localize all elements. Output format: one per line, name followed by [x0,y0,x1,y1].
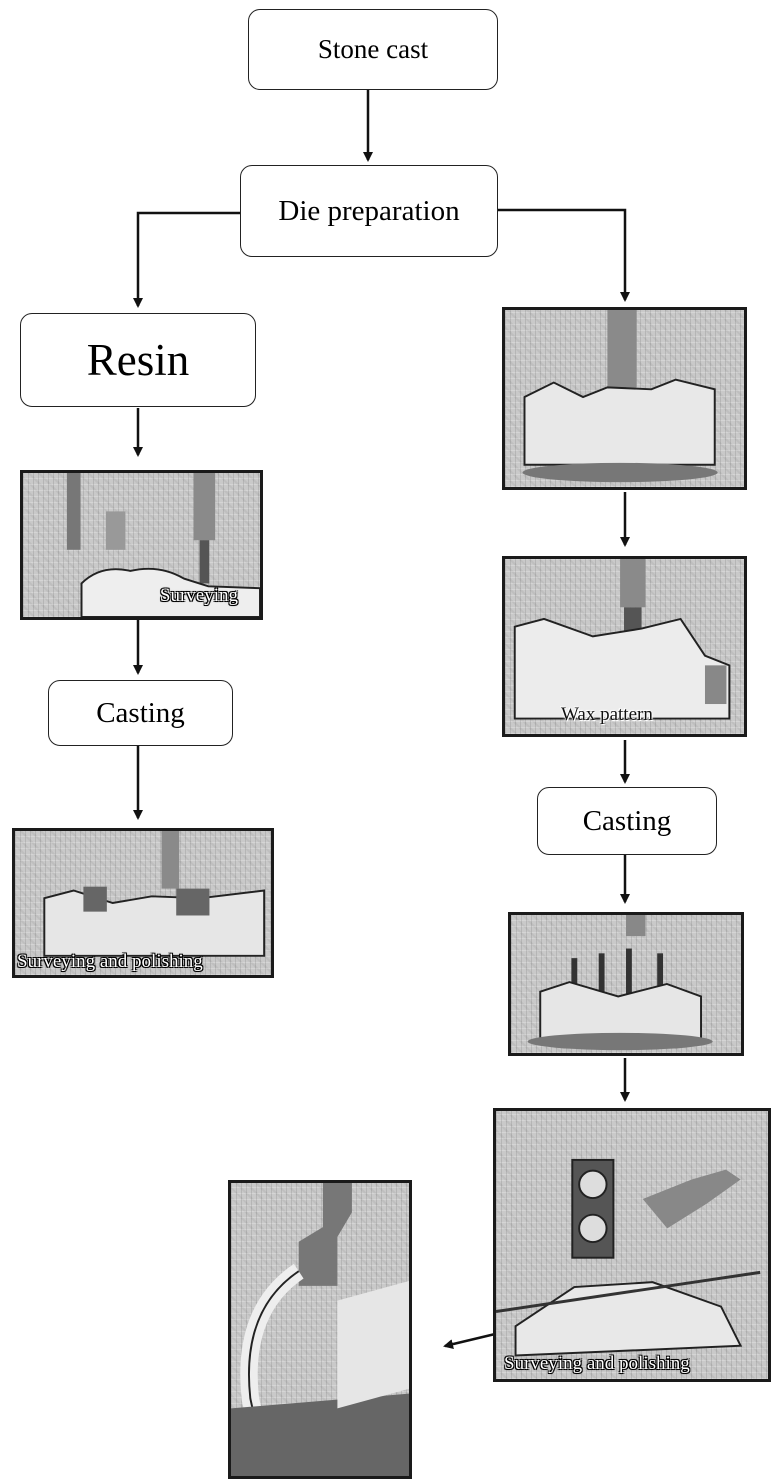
left-surveying-polishing-caption: Surveying and polishing [17,951,203,973]
right-casting-illustration [511,915,741,1053]
right-die-illustration [505,310,744,487]
stone-cast-label: Stone cast [318,34,428,65]
casting-right-box: Casting [537,787,717,855]
casting-left-label: Casting [96,697,185,730]
arrow-die-to-resin [138,213,240,306]
die-preparation-label: Die preparation [278,195,459,228]
zoom-detail-illustration [231,1183,409,1476]
resin-box: Resin [20,313,256,407]
right-wax-pattern-photo: Wax pattern [502,556,747,737]
left-surveying-photo: Surveying [20,470,263,620]
stone-cast-box: Stone cast [248,9,498,90]
right-surveying-polishing-caption: Surveying and polishing [504,1353,690,1375]
right-casting-photo [508,912,744,1056]
left-surveying-caption: Surveying [160,585,238,607]
right-die-photo [502,307,747,490]
casting-right-label: Casting [583,805,672,838]
zoom-detail-photo [228,1180,412,1479]
resin-label: Resin [87,334,190,386]
left-surveying-polishing-photo: Surveying and polishing [12,828,274,978]
arrow-die-to-right-photo [498,210,625,300]
casting-left-box: Casting [48,680,233,746]
right-wax-pattern-caption: Wax pattern [561,704,653,726]
die-preparation-box: Die preparation [240,165,498,257]
right-surveying-polishing-photo: Surveying and polishing [493,1108,771,1382]
right-polishing-illustration [496,1111,768,1379]
